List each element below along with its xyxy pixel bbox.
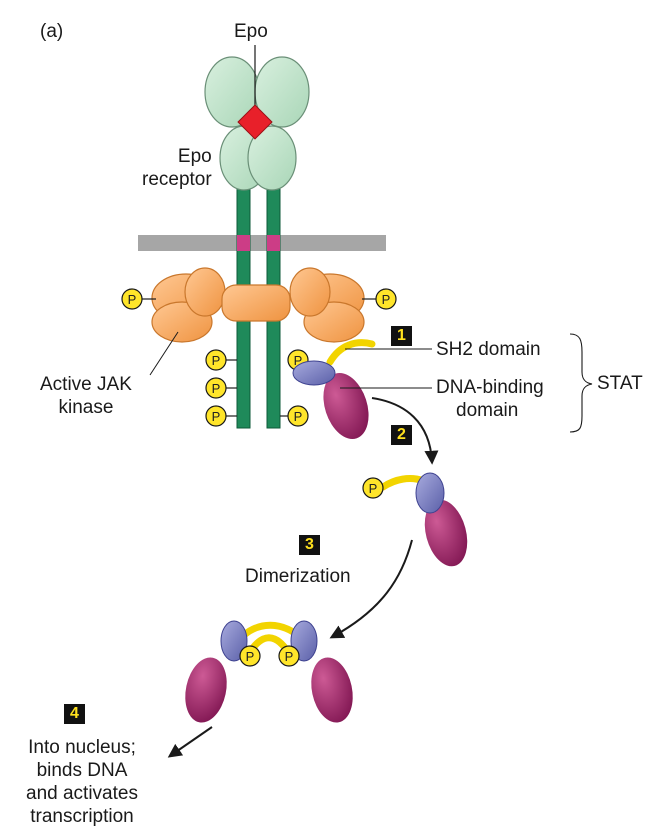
- jak-kinase-center: [221, 284, 291, 322]
- jak-label: Active JAK kinase: [40, 373, 132, 419]
- nucleus-label-line-2: binds DNA: [36, 760, 128, 781]
- stat-dimer: P P: [185, 620, 353, 723]
- svg-text:P: P: [382, 292, 391, 307]
- jak-phosphate-left: P: [121, 288, 156, 310]
- nucleus-label-line-3: and activates: [26, 783, 138, 804]
- svg-text:P: P: [128, 292, 137, 307]
- epo-ligand: [237, 104, 273, 140]
- epo-label: Epo: [234, 21, 268, 42]
- step-3-badge: 3: [299, 535, 320, 555]
- svg-text:P: P: [212, 381, 221, 396]
- jak-label-line-2: kinase: [58, 397, 114, 418]
- stat-brace: [569, 333, 593, 433]
- step-4-badge: 4: [64, 704, 85, 724]
- nucleus-label-line-4: transcription: [30, 806, 134, 827]
- jak-phosphate-right: P: [362, 288, 397, 310]
- dimerization-label: Dimerization: [245, 566, 351, 587]
- nucleus-label: Into nucleus; binds DNA and activates tr…: [7, 736, 157, 828]
- jak-label-line-1: Active JAK: [40, 374, 132, 395]
- epo-receptor-domains: [204, 56, 310, 191]
- dna-binding-label: DNA-binding domain: [436, 376, 544, 422]
- svg-text:P: P: [369, 481, 378, 496]
- sh2-domain-label: SH2 domain: [436, 339, 541, 360]
- stat-label: STAT: [597, 373, 643, 394]
- svg-text:P: P: [212, 353, 221, 368]
- jak-kinase-left: [151, 267, 226, 343]
- epo-receptor-label: Epo receptor: [142, 145, 212, 191]
- panel-label: (a): [40, 21, 64, 42]
- step-1-badge: 1: [391, 326, 412, 346]
- jak-kinase-right: [289, 267, 365, 343]
- arrow-step-2: [371, 397, 439, 465]
- svg-text:P: P: [212, 409, 221, 424]
- nucleus-label-line-1: Into nucleus;: [28, 737, 136, 758]
- cell-membrane: [138, 235, 386, 251]
- svg-text:P: P: [285, 649, 294, 664]
- stat-docked: [292, 339, 376, 439]
- arrow-step-4: [167, 726, 213, 758]
- svg-text:P: P: [246, 649, 255, 664]
- receptor-phosphates: P P P P P: [205, 349, 309, 427]
- jak-leader-line: [149, 331, 179, 376]
- svg-text:P: P: [294, 409, 303, 424]
- step-2-badge: 2: [391, 425, 412, 445]
- epo-receptor-line-2: receptor: [142, 169, 212, 190]
- stat-phosphorylated: P: [362, 472, 468, 567]
- dna-binding-line-1: DNA-binding: [436, 377, 544, 398]
- dna-binding-line-2: domain: [456, 400, 519, 421]
- epo-receptor-line-1: Epo: [177, 146, 212, 167]
- svg-text:P: P: [294, 353, 303, 368]
- arrow-step-3: [329, 539, 413, 639]
